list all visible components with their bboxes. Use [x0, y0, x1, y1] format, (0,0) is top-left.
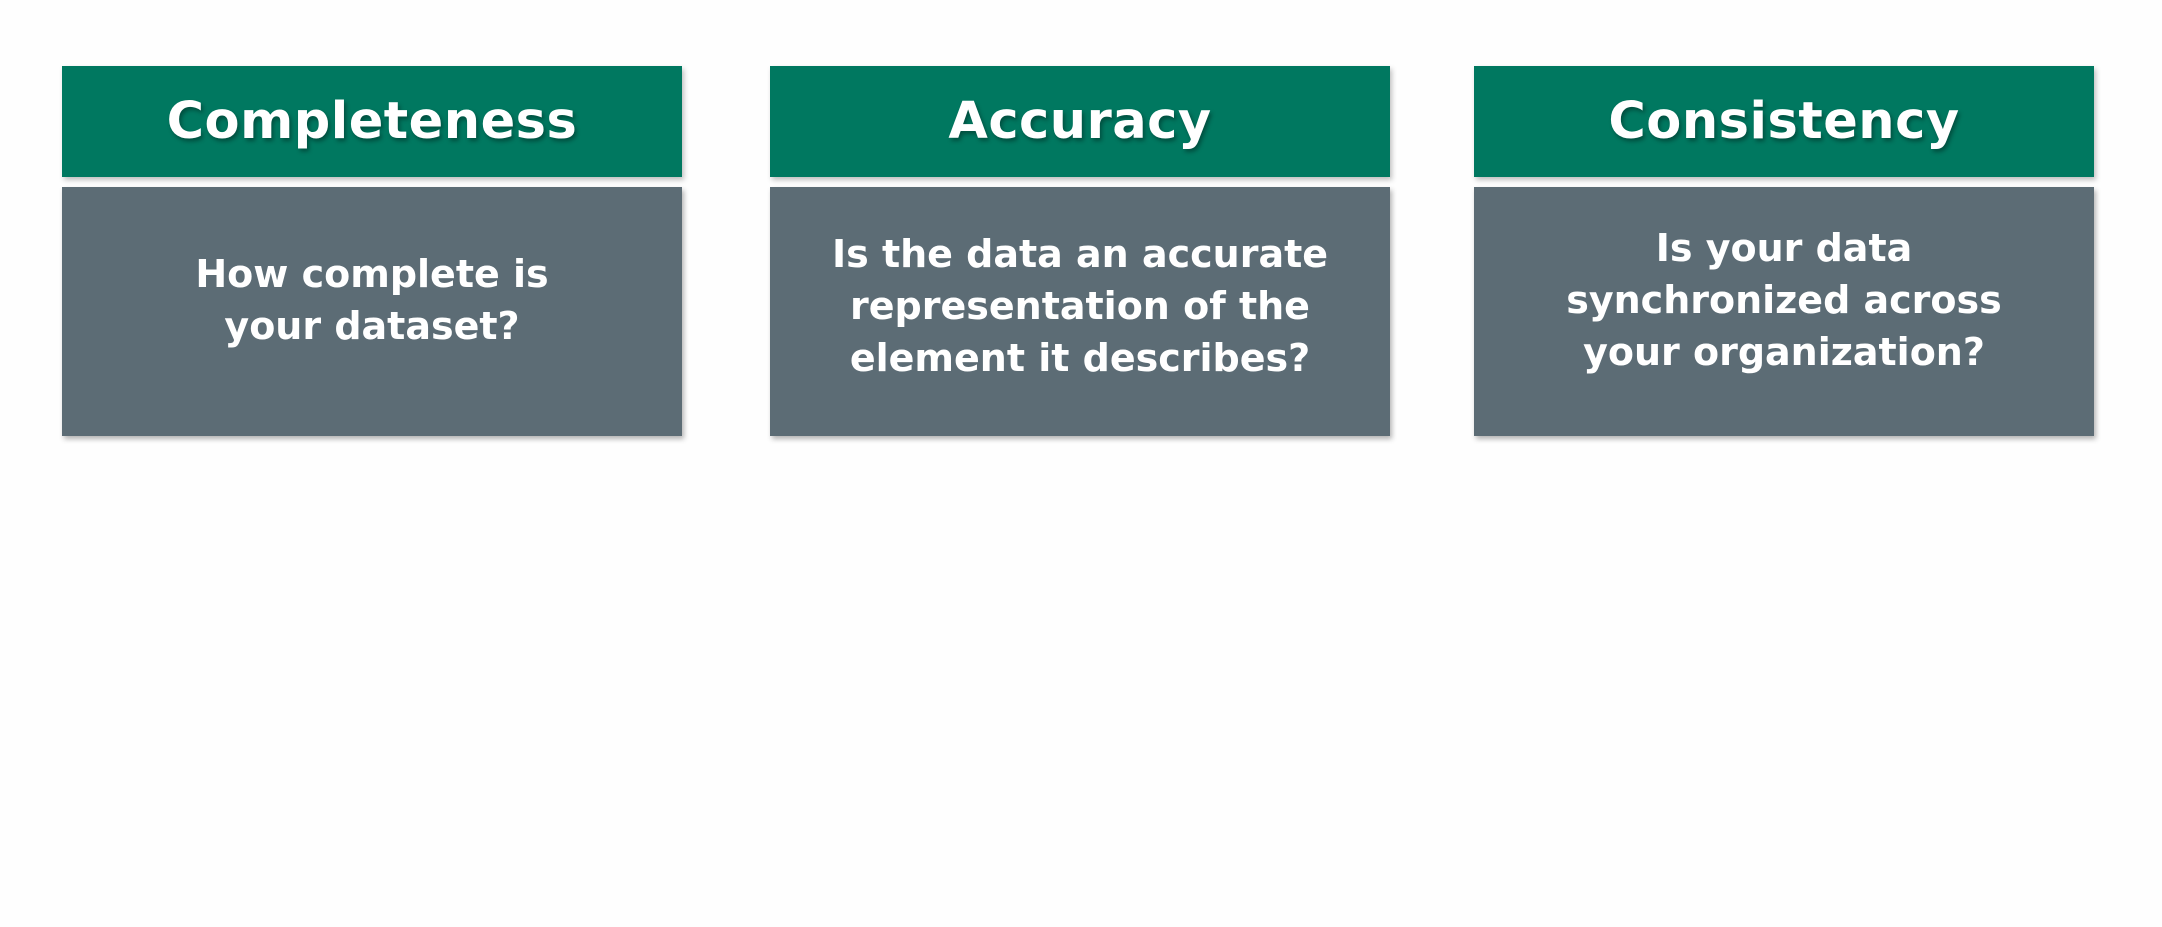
- card-question: Is your data synchronized across your or…: [1474, 187, 2094, 436]
- card-title: Accuracy: [770, 66, 1390, 177]
- card-consistency: Consistency Is your data synchronized ac…: [1474, 66, 2094, 436]
- card-title: Consistency: [1474, 66, 2094, 177]
- card-title: Completeness: [62, 66, 682, 177]
- card-question: Is the data an accurate representation o…: [770, 187, 1390, 436]
- card-question: How complete is your dataset?: [62, 187, 682, 436]
- card-question-text: How complete is your dataset?: [195, 251, 549, 348]
- card-question-text: Is your data synchronized across your or…: [1566, 225, 2002, 374]
- card-question-text: Is the data an accurate representation o…: [831, 231, 1329, 380]
- card-completeness: Completeness How complete is your datase…: [62, 66, 682, 436]
- card-accuracy: Accuracy Is the data an accurate represe…: [770, 66, 1390, 436]
